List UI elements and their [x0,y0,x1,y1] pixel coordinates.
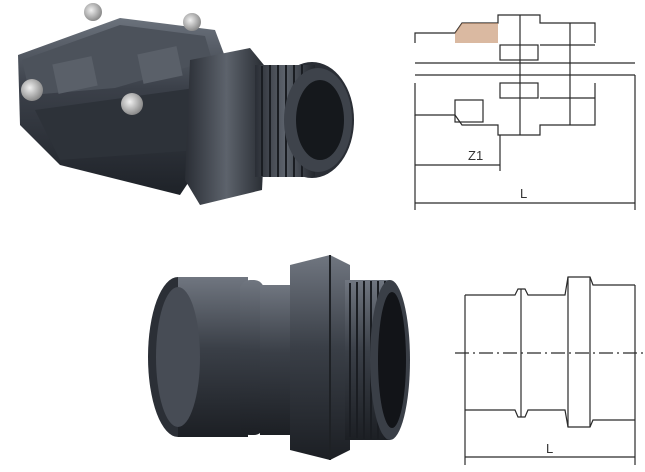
clamp-coupling-drawing: Z1 L [400,5,645,215]
l-dimension-label-top: L [520,186,527,201]
clamp-coupling-section-drawing-icon: Z1 L [414,14,636,210]
threaded-adapter-photo-icon [148,255,410,460]
threaded-adapter-section-drawing-icon: L [455,276,645,465]
threaded-adapter-drawing: L [450,265,645,470]
clamp-coupling-photo [0,0,370,215]
z1-dimension-label: Z1 [468,148,483,163]
clamp-saddle-coupling-photo-icon [18,3,354,205]
l-dimension-label-bottom: L [546,441,553,456]
threaded-adapter-photo [140,245,420,470]
